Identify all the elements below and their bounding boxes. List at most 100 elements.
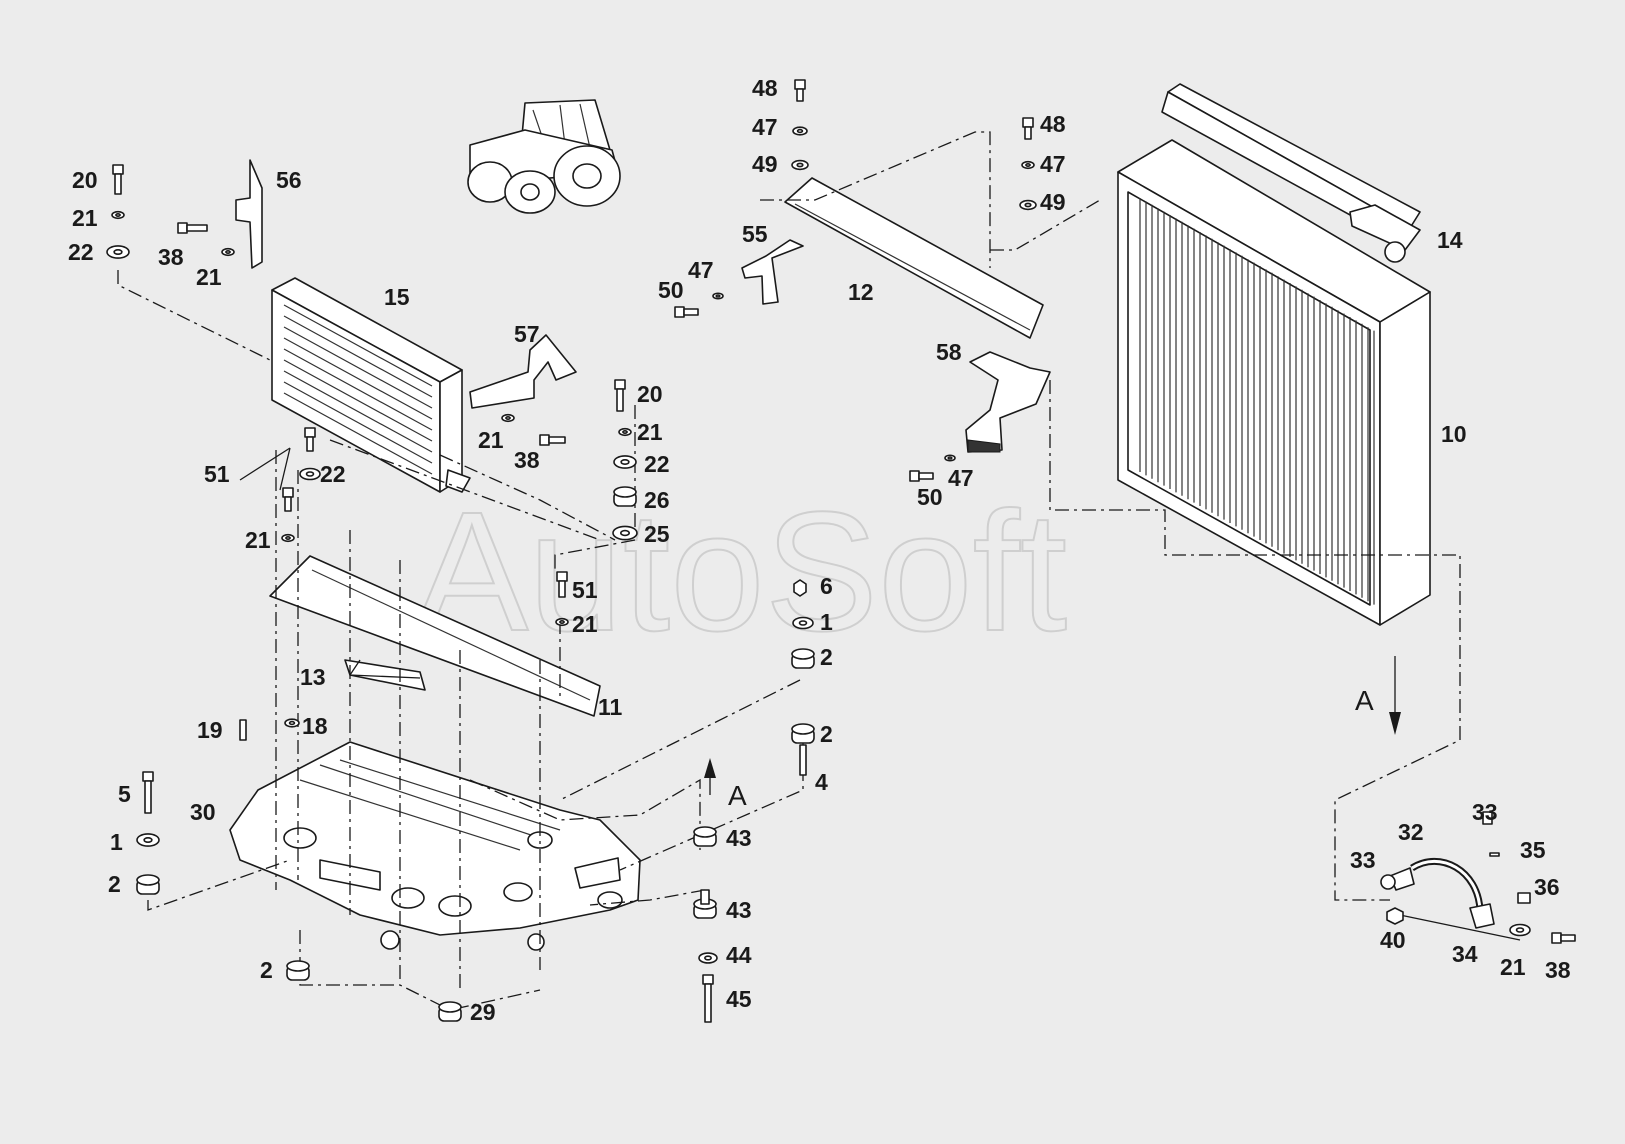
callout-50: 50 — [658, 277, 684, 303]
callout-21: 21 — [245, 527, 271, 553]
callout-49: 49 — [752, 151, 778, 177]
callout-2: 2 — [820, 721, 833, 747]
callout-12: 12 — [848, 279, 874, 305]
hose-part-32 — [1389, 857, 1495, 929]
washer-hole — [559, 619, 565, 624]
tractor-icon — [467, 99, 621, 214]
callout-26: 26 — [644, 487, 670, 513]
callout-56: 56 — [276, 167, 302, 193]
callout-21: 21 — [478, 427, 504, 453]
stud — [700, 889, 710, 905]
bracket-part-55 — [741, 239, 804, 305]
washer-hole — [704, 955, 712, 961]
callout-49: 49 — [1040, 189, 1066, 215]
bolt-shank — [918, 472, 934, 480]
callout-20: 20 — [637, 381, 663, 407]
oil-cooler-part-15 — [271, 277, 471, 493]
bolt-shank — [558, 580, 566, 598]
seal-ring — [1489, 852, 1500, 857]
washer-hole — [798, 620, 808, 626]
shroud-strip-part-12 — [784, 177, 1044, 339]
callout-34: 34 — [1452, 941, 1478, 967]
rubber-mount-top — [791, 648, 815, 660]
callout-35: 35 — [1520, 837, 1546, 863]
callout-2: 2 — [108, 871, 121, 897]
callout-58: 58 — [936, 339, 962, 365]
washer-hole — [622, 429, 628, 434]
bolt-head — [794, 79, 806, 90]
washer-hole — [225, 250, 231, 255]
callout-33: 33 — [1472, 799, 1498, 825]
callout-43: 43 — [726, 897, 752, 923]
callout-51: 51 — [572, 577, 598, 603]
frame-part-11 — [269, 555, 601, 717]
view-arrow-label-a-left: A — [728, 780, 747, 811]
callout-6: 6 — [820, 573, 833, 599]
callout-40: 40 — [1380, 927, 1406, 953]
bracket-part-57 — [469, 334, 577, 409]
callout-38: 38 — [1545, 957, 1571, 983]
clamp-part — [1482, 811, 1493, 825]
bracket-part-56 — [235, 159, 263, 269]
callout-18: 18 — [302, 713, 328, 739]
callout-21: 21 — [72, 205, 98, 231]
washer-hole — [305, 471, 315, 477]
washer-hole — [619, 529, 630, 537]
bolt-shank — [683, 308, 699, 316]
bolt-head — [702, 974, 714, 985]
bolt-head — [539, 434, 550, 446]
callout-15: 15 — [384, 284, 410, 310]
callout-21: 21 — [1500, 954, 1526, 980]
bolt-shank — [144, 780, 152, 814]
bolt-head — [1551, 932, 1562, 944]
leader-lines — [117, 131, 1521, 1011]
callout-38: 38 — [514, 447, 540, 473]
rubber-mount-top — [286, 960, 310, 972]
callout-38: 38 — [158, 244, 184, 270]
washer-hole — [113, 249, 123, 256]
bracket-part-58 — [965, 351, 1051, 453]
callout-32: 32 — [1398, 819, 1424, 845]
callout-13: 13 — [300, 664, 326, 690]
callout-22: 22 — [320, 461, 346, 487]
callout-43: 43 — [726, 825, 752, 851]
callout-48: 48 — [1040, 111, 1066, 137]
bolt-head — [282, 487, 294, 498]
callout-30: 30 — [190, 799, 216, 825]
rubber-mount-top — [791, 723, 815, 735]
bolt-head — [142, 771, 154, 782]
fitting-part — [1517, 892, 1531, 904]
callout-22: 22 — [644, 451, 670, 477]
callout-20: 20 — [72, 167, 98, 193]
base-plate-part-30 — [229, 741, 641, 951]
washer-hole — [620, 458, 630, 465]
washer-hole — [288, 720, 296, 726]
callout-29: 29 — [470, 999, 496, 1025]
bolt-head — [674, 306, 685, 318]
bolt-shank — [796, 88, 804, 102]
callout-4: 4 — [815, 769, 828, 795]
bolt-shank — [114, 173, 122, 195]
callout-47: 47 — [752, 114, 778, 140]
bolt-shank — [186, 224, 208, 232]
callout-25: 25 — [644, 521, 670, 547]
callout-21: 21 — [572, 611, 598, 637]
callout-22: 22 — [68, 239, 94, 265]
view-arrow-label-a-right: A — [1355, 685, 1374, 716]
callout-36: 36 — [1534, 874, 1560, 900]
rubber-mount-top — [613, 486, 637, 498]
washer-hole — [1515, 927, 1525, 933]
bolt-head — [1022, 117, 1034, 128]
washer-hole — [796, 128, 804, 134]
callout-45: 45 — [726, 986, 752, 1012]
bolt-head — [177, 222, 188, 234]
washer-hole — [715, 294, 721, 298]
rubber-mount-top — [693, 826, 717, 838]
callout-47: 47 — [688, 257, 714, 283]
bolt-head — [614, 379, 626, 390]
washer-hole — [1024, 202, 1032, 208]
bolt-shank — [548, 436, 566, 444]
callout-57: 57 — [514, 321, 540, 347]
